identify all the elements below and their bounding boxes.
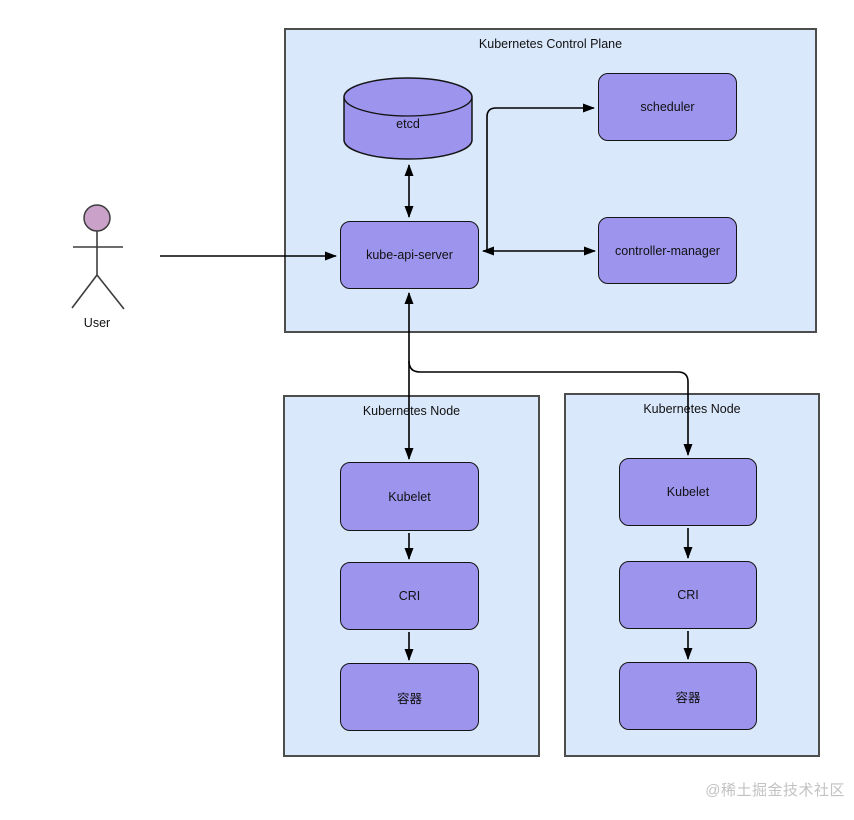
node-2-container-label: 容器 bbox=[675, 690, 701, 705]
node-2-kubelet-label: Kubelet bbox=[666, 485, 710, 499]
node-1-kubelet-label: Kubelet bbox=[388, 489, 431, 504]
control-plane-title: Kubernetes Control Plane bbox=[478, 37, 623, 51]
watermark-text: @稀土掘金技术社区 bbox=[705, 782, 845, 799]
etcd-label: etcd bbox=[396, 117, 420, 131]
etcd-cylinder: etcd bbox=[343, 77, 473, 160]
user-head-icon bbox=[83, 204, 111, 232]
user-label: User bbox=[83, 316, 111, 330]
node-1-title: Kubernetes Node bbox=[362, 404, 461, 418]
node-1-cri-label: CRI bbox=[398, 589, 421, 603]
controller-manager-box: controller-manager bbox=[598, 217, 737, 284]
kube-api-server-label: kube-api-server bbox=[366, 248, 453, 262]
node-1-cri-box: CRI bbox=[340, 562, 479, 630]
node-2-title: Kubernetes Node bbox=[643, 402, 741, 416]
scheduler-box: scheduler bbox=[598, 73, 737, 141]
kube-api-server-box: kube-api-server bbox=[340, 221, 479, 289]
node-2-kubelet-box: Kubelet bbox=[619, 458, 757, 526]
node-1-container-label: 容器 bbox=[396, 691, 422, 706]
user-actor-icon bbox=[71, 204, 125, 310]
node-2-cri-label: CRI bbox=[677, 588, 699, 602]
cylinder-shape-icon bbox=[343, 77, 473, 160]
node-1-kubelet-box: Kubelet bbox=[340, 462, 479, 531]
scheduler-label: scheduler bbox=[640, 100, 695, 114]
node-2-container-box: 容器 bbox=[619, 662, 757, 730]
node-2-cri-box: CRI bbox=[619, 561, 757, 629]
controller-manager-label: controller-manager bbox=[615, 243, 720, 258]
node-1-container-box: 容器 bbox=[340, 663, 479, 731]
